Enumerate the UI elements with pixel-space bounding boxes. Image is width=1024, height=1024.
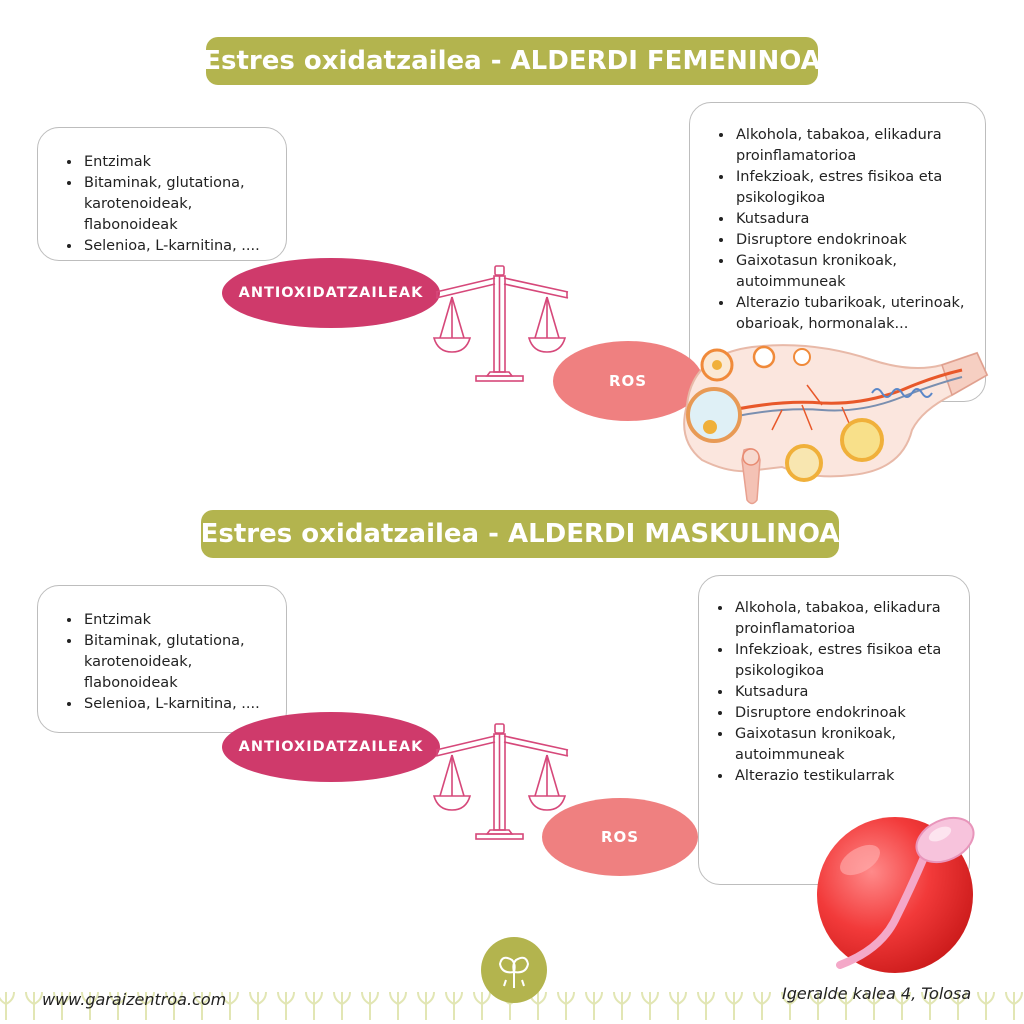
- ovary-illustration: [683, 344, 989, 505]
- garai-logo-icon: [481, 937, 547, 1003]
- male-section-title: Estres oxidatzailea - ALDERDI MASKULINOA: [201, 510, 839, 558]
- antioxidants-ellipse: ANTIOXIDATZAILEAK: [222, 712, 440, 782]
- ros-ellipse: ROS: [542, 798, 698, 876]
- list-item: Entzimak: [82, 152, 286, 173]
- address-text: Igeralde kalea 4, Tolosa: [782, 984, 972, 1003]
- antioxidants-ellipse: ANTIOXIDATZAILEAK: [222, 258, 440, 328]
- list-item: Kutsadura: [733, 682, 963, 703]
- list-item: Selenioa, L-karnitina, ....: [82, 694, 286, 715]
- list-item: Disruptore endokrinoak: [733, 703, 963, 724]
- ros-ellipse: ROS: [553, 341, 703, 421]
- list-item: Disruptore endokrinoak: [734, 230, 975, 251]
- sprout-pattern: [0, 991, 1023, 1020]
- ros-list: Alkohola, tabakoa, elikadura proinflamat…: [690, 125, 975, 335]
- female-antioxidants-box: Entzimak Bitaminak, glutationa, karoteno…: [37, 127, 287, 261]
- list-item: Alkohola, tabakoa, elikadura proinflamat…: [734, 125, 975, 167]
- list-item: Entzimak: [82, 610, 286, 631]
- balance-scale-icon: [432, 265, 569, 382]
- list-item: Alterazio tubarikoak, uterinoak, obarioa…: [734, 293, 975, 335]
- list-item: Selenioa, L-karnitina, ....: [82, 236, 286, 257]
- list-item: Alkohola, tabakoa, elikadura proinflamat…: [733, 598, 963, 640]
- list-item: Bitaminak, glutationa, karotenoideak, fl…: [82, 631, 286, 694]
- list-item: Alterazio testikularrak: [733, 766, 963, 787]
- list-item: Gaixotasun kronikoak, autoimmuneak: [734, 251, 975, 293]
- list-item: Infekzioak, estres fisikoa eta psikologi…: [734, 167, 975, 209]
- list-item: Infekzioak, estres fisikoa eta psikologi…: [733, 640, 963, 682]
- list-item: Kutsadura: [734, 209, 975, 230]
- balance-scale-icon: [432, 723, 569, 840]
- female-section-title: Estres oxidatzailea - ALDERDI FEMENINOA: [203, 37, 821, 85]
- website-link[interactable]: www.garaizentroa.com: [42, 990, 227, 1009]
- male-antioxidants-box: Entzimak Bitaminak, glutationa, karoteno…: [37, 585, 287, 733]
- list-item: Gaixotasun kronikoak, autoimmuneak: [733, 724, 963, 766]
- antioxidant-list: Entzimak Bitaminak, glutationa, karoteno…: [38, 610, 286, 715]
- egg-sperm-illustration: [817, 816, 975, 973]
- ros-list: Alkohola, tabakoa, elikadura proinflamat…: [699, 598, 963, 787]
- antioxidant-list: Entzimak Bitaminak, glutationa, karoteno…: [38, 152, 286, 257]
- list-item: Bitaminak, glutationa, karotenoideak, fl…: [82, 173, 286, 236]
